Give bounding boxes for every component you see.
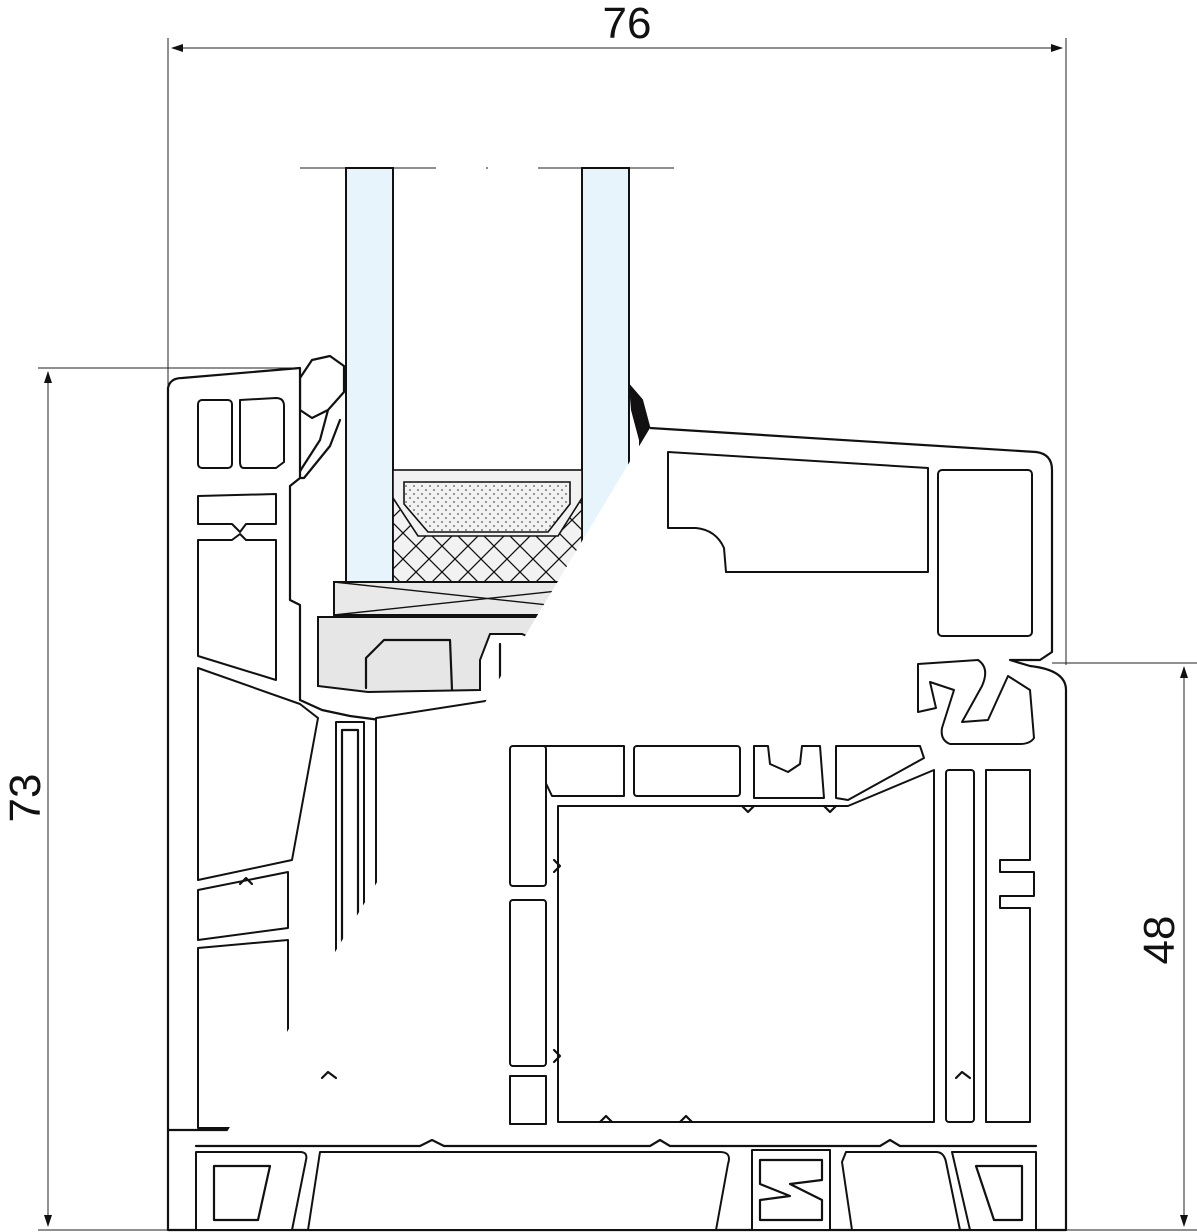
sash-chamber-3: [197, 493, 277, 533]
foot-middle-left: [307, 1151, 730, 1231]
foot-right: [951, 1151, 1037, 1231]
base-foot-outline: [194, 1138, 1038, 1148]
frame-height-dimension-label: 48: [1135, 916, 1184, 965]
sash-chamber-5: [197, 667, 319, 881]
frame-top-chamber: [667, 451, 929, 573]
frame-chamber-b: [633, 745, 741, 797]
outer-glazing-gasket: [294, 354, 346, 480]
dimension-overall-height: 73: [1, 367, 300, 1231]
foot-right-slot: [974, 1164, 1024, 1222]
reinforcement-right: [945, 769, 975, 1123]
glazing-unit: [300, 167, 674, 583]
frame-right-chamber: [985, 769, 1035, 1123]
frame-chamber-d: [835, 745, 925, 801]
desiccant: [403, 481, 571, 533]
frame-side-chamber-3: [509, 1075, 547, 1125]
foot-left: [195, 1151, 308, 1231]
foot-middle-right: [841, 1151, 961, 1231]
frame-seal-hook: [917, 659, 1035, 745]
frame-side-chamber-2: [509, 899, 547, 1067]
profile-details: [238, 804, 972, 1124]
sash-chamber-4: [197, 533, 277, 681]
foot-left-slot: [212, 1164, 272, 1222]
sash-chamber-1: [197, 399, 233, 469]
frame-side-chamber-1: [509, 745, 547, 887]
sash-chamber-2: [239, 397, 285, 469]
foot-center-slot-detail: [758, 1158, 824, 1222]
overall-height-dimension-label: 73: [1, 774, 50, 823]
glass-pane-outer: [345, 167, 394, 583]
frame-chamber-c: [753, 745, 825, 799]
frame-main-chamber: [557, 769, 935, 1123]
foot-center-slot: [751, 1149, 831, 1231]
frame-top-chamber-2: [937, 469, 1033, 637]
dimension-frame-height: 48: [1052, 662, 1197, 1231]
width-dimension-label: 76: [603, 0, 652, 48]
sash-chamber-6: [197, 871, 289, 941]
